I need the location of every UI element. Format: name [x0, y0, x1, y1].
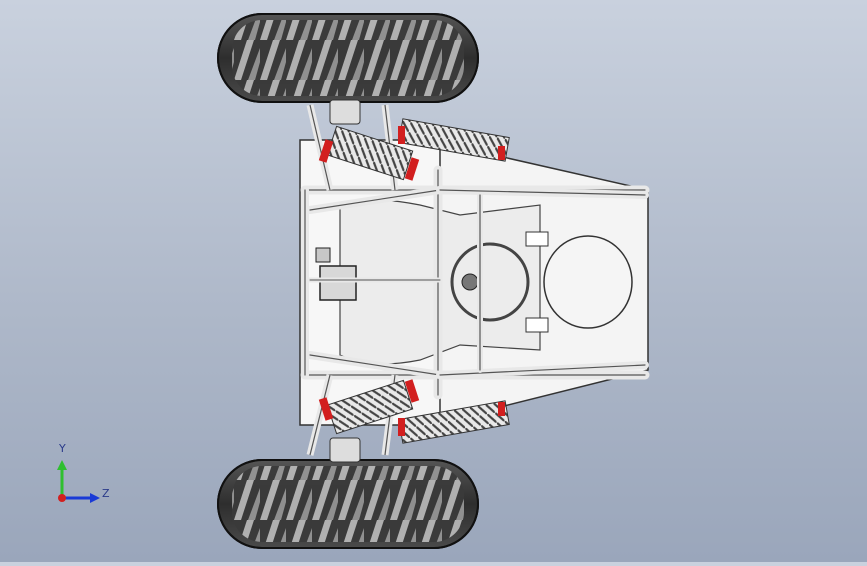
shock-absorber-bottom[interactable]: [318, 379, 510, 444]
z-axis-label: Z: [102, 487, 110, 500]
tire-bottom[interactable]: [217, 459, 479, 549]
tire-top[interactable]: [217, 13, 479, 103]
axis-triad-graphic: [57, 460, 100, 503]
tube-frame[interactable]: [300, 165, 650, 400]
wheel-hubs: [329, 99, 361, 463]
shock-absorber-top[interactable]: [318, 118, 510, 181]
y-axis-label: Y: [59, 442, 66, 455]
x-axis-marker: [58, 494, 66, 502]
axis-triad: Y Z: [48, 440, 118, 510]
